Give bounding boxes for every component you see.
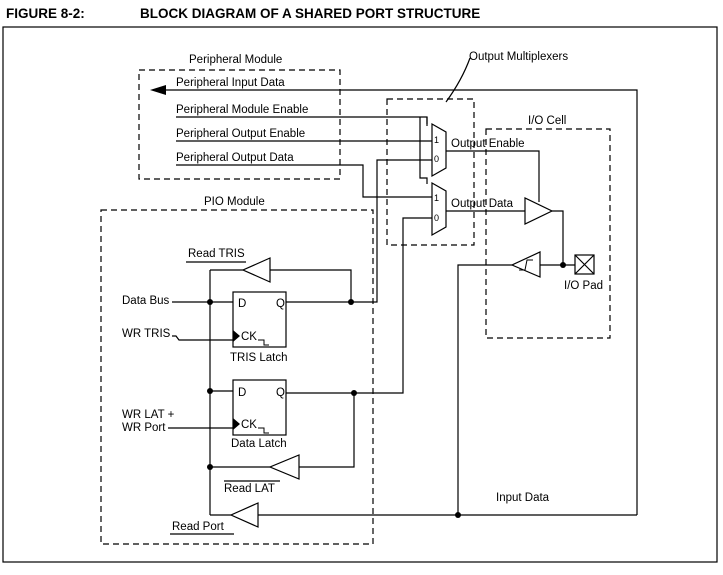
peripheral-output-data-wire bbox=[176, 164, 432, 198]
read-lat-feedback-wire bbox=[299, 393, 355, 468]
read-tris-label: Read TRIS bbox=[188, 248, 245, 260]
output-buffer-icon bbox=[524, 197, 554, 225]
data-q-wire bbox=[286, 217, 432, 394]
figure-frame bbox=[2, 26, 718, 563]
io-cell-block bbox=[485, 128, 611, 339]
input-data-junction bbox=[455, 512, 461, 518]
output-multiplexers-label: Output Multiplexers bbox=[469, 51, 568, 63]
tris-q-wire bbox=[286, 159, 432, 303]
tris-latch bbox=[232, 291, 287, 348]
tris-q-pin: Q bbox=[276, 298, 285, 310]
mux2-input-zero: 0 bbox=[434, 213, 439, 223]
data-d-pin: D bbox=[238, 387, 246, 399]
peripheral-input-data-label: Peripheral Input Data bbox=[176, 77, 285, 89]
read-lat-buffer-icon bbox=[268, 454, 300, 480]
pio-module-label: PIO Module bbox=[204, 196, 265, 208]
mux1-input-one: 1 bbox=[434, 135, 439, 145]
data-q-pin: Q bbox=[276, 387, 285, 399]
read-port-buffer-icon bbox=[229, 502, 259, 528]
tris-clock-edge bbox=[258, 339, 269, 346]
pio-module-block bbox=[100, 209, 374, 545]
schmitt-symbol bbox=[519, 259, 533, 271]
peripheral-input-arrow-icon bbox=[150, 85, 166, 95]
data-bus-label: Data Bus bbox=[122, 295, 170, 307]
io-pad-label: I/O Pad bbox=[564, 280, 603, 292]
io-pad-cross bbox=[574, 254, 595, 275]
peripheral-output-enable-label: Peripheral Output Enable bbox=[176, 128, 305, 140]
input-data-label: Input Data bbox=[496, 492, 550, 504]
bus-junction-1 bbox=[207, 299, 213, 305]
figure-number: FIGURE 8-2: bbox=[6, 6, 85, 21]
read-lat-label: Read LAT bbox=[224, 483, 275, 495]
mux1-input-zero: 0 bbox=[434, 154, 439, 164]
data-latch bbox=[232, 379, 287, 436]
wr-lat-label-line1: WR LAT + bbox=[122, 409, 175, 421]
peripheral-input-data-wire bbox=[163, 89, 638, 515]
tris-ck-pin: CK bbox=[241, 331, 257, 343]
output-enable-mux bbox=[431, 122, 447, 178]
peripheral-module-enable-wire bbox=[176, 116, 428, 126]
data-clock-edge bbox=[258, 427, 269, 434]
mux2-input-one: 1 bbox=[434, 193, 439, 203]
read-tris-buffer-icon bbox=[241, 257, 271, 283]
peripheral-module-block bbox=[138, 69, 341, 180]
tris-d-pin: D bbox=[238, 298, 246, 310]
wr-tris-label: WR TRIS bbox=[122, 328, 171, 340]
figure-caption: FIGURE 8-2: BLOCK DIAGRAM OF A SHARED PO… bbox=[6, 6, 721, 26]
io-cell-label: I/O Cell bbox=[528, 115, 566, 127]
bus-junction-2 bbox=[207, 388, 213, 394]
peripheral-module-label: Peripheral Module bbox=[189, 54, 282, 66]
peripheral-output-data-label: Peripheral Output Data bbox=[176, 152, 294, 164]
wr-tris-wire bbox=[172, 335, 233, 341]
buffer-to-pad-wire bbox=[552, 210, 575, 266]
wr-lat-label-line2: WR Port bbox=[122, 422, 166, 434]
output-data-mux bbox=[431, 181, 447, 237]
output-enable-label: Output Enable bbox=[451, 138, 525, 150]
output-multiplexers-leader bbox=[445, 57, 471, 103]
output-data-label: Output Data bbox=[451, 198, 514, 210]
tris-clock-icon bbox=[233, 330, 240, 342]
read-port-label: Read Port bbox=[172, 521, 225, 533]
input-data-wire bbox=[457, 264, 512, 515]
tris-latch-label: TRIS Latch bbox=[230, 352, 288, 364]
data-latch-label: Data Latch bbox=[231, 438, 287, 450]
figure-title: BLOCK DIAGRAM OF A SHARED PORT STRUCTURE bbox=[140, 6, 481, 21]
data-ck-pin: CK bbox=[241, 419, 257, 431]
output-multiplexers-block bbox=[386, 98, 475, 246]
data-clock-icon bbox=[233, 418, 240, 430]
peripheral-module-enable-label: Peripheral Module Enable bbox=[176, 104, 308, 116]
read-tris-feedback-wire bbox=[270, 269, 352, 302]
mux2-select-wire bbox=[419, 117, 428, 184]
output-enable-wire bbox=[446, 150, 540, 202]
